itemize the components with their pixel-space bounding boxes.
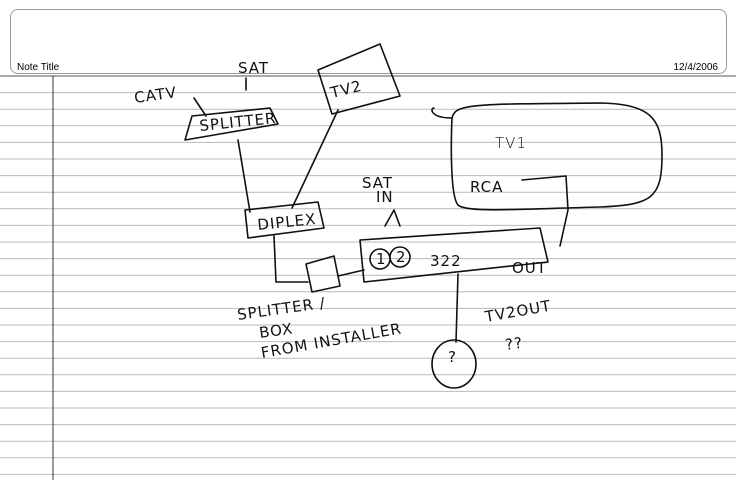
splitter-box: [184, 107, 279, 141]
label-out: OUT: [512, 259, 547, 277]
tv2-box: [317, 43, 401, 115]
receiver-to-unknown-line: [455, 273, 459, 343]
label-port-1: 1: [376, 250, 387, 268]
note-title-label: Note Title: [17, 62, 60, 73]
tv2-to-diplex-line: [291, 109, 339, 209]
installer-splitter-box: [305, 255, 341, 293]
label-rca: RCA: [470, 178, 503, 196]
label-sat-in-2: IN: [376, 188, 394, 206]
note-title-box[interactable]: [10, 9, 727, 74]
label-splitter-box-2: BOX: [258, 319, 294, 342]
receiver-box: [359, 227, 549, 283]
diplex-box: [244, 201, 325, 239]
label-splitter-box-1: SPLITTER /: [236, 294, 327, 324]
label-q: ?: [448, 348, 457, 366]
tv1-inner-line: [431, 107, 453, 119]
label-tv1: TV1: [495, 134, 527, 152]
port-2-circle: [389, 246, 411, 268]
catv-to-splitter-line: [193, 97, 207, 117]
sat-in-arrow: [384, 209, 401, 227]
label-catv: CATV: [133, 83, 178, 107]
diplex-to-splitter-box-line: [273, 235, 309, 283]
rca-connector-line: [521, 175, 569, 247]
unknown-device-circle: [431, 339, 477, 389]
label-number: 322: [430, 252, 462, 270]
label-tv2out: TV2OUT: [483, 297, 553, 327]
label-sat: SAT: [238, 59, 269, 77]
tv1-box: [450, 102, 663, 211]
label-qq: ??: [504, 334, 524, 354]
label-tv2: TV2: [328, 77, 364, 102]
label-sat-in-1: SAT: [362, 174, 393, 192]
ruled-lines: [0, 75, 736, 475]
splitter-to-diplex-line: [237, 139, 251, 213]
label-port-2: 2: [396, 248, 407, 266]
splitter-box-to-receiver-line: [337, 269, 365, 277]
note-date: 12/4/2006: [673, 62, 719, 73]
